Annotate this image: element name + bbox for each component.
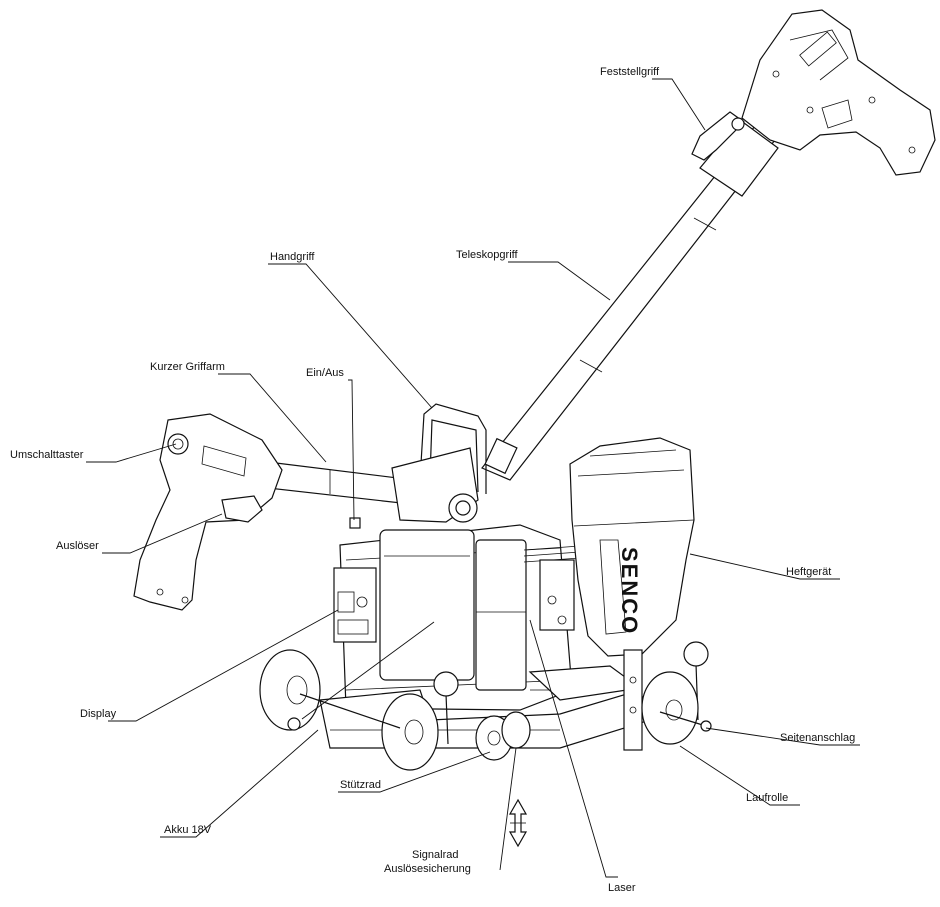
telescopic-handle-tube [481, 119, 779, 481]
brand-logo: SENCO [617, 547, 642, 635]
label-seitenanschlag: Seitenanschlag [780, 732, 855, 744]
label-kurzer-griffarm: Kurzer Griffarm [150, 361, 225, 373]
hand-grip-bracket [419, 403, 487, 494]
left-pistol-grip [133, 413, 283, 611]
up-down-arrow [508, 798, 528, 848]
label-signalrad: Signalrad [412, 849, 458, 861]
label-laufrolle: Laufrolle [746, 792, 788, 804]
label-stuetzrad: Stützrad [340, 779, 381, 791]
label-feststellgriff: Feststellgriff [600, 66, 660, 78]
main-chassis [333, 517, 581, 711]
machine-illustration: SENCO [133, 9, 936, 848]
stapler-unit: SENCO [569, 437, 695, 751]
label-handgriff: Handgriff [270, 251, 315, 263]
label-teleskopgriff: Teleskopgriff [456, 249, 518, 261]
callout-labels: Feststellgriff Teleskopgriff Handgriff K… [10, 66, 855, 894]
label-akku: Akku 18V [164, 824, 212, 836]
wheels [259, 649, 712, 771]
label-heftgeraet: Heftgerät [786, 566, 831, 578]
label-umschalttaster: Umschalttaster [10, 449, 84, 461]
top-pistol-grip [741, 9, 936, 176]
pivot-hinge [391, 437, 518, 523]
label-ausloeser: Auslöser [56, 540, 99, 552]
locking-lever [691, 111, 745, 161]
guide-knobs [433, 641, 709, 745]
label-laser: Laser [608, 882, 636, 894]
label-ausloesesicherung: Auslösesicherung [384, 863, 471, 875]
label-ein-aus: Ein/Aus [306, 367, 344, 379]
label-display: Display [80, 708, 117, 720]
leader-lines [86, 78, 860, 878]
